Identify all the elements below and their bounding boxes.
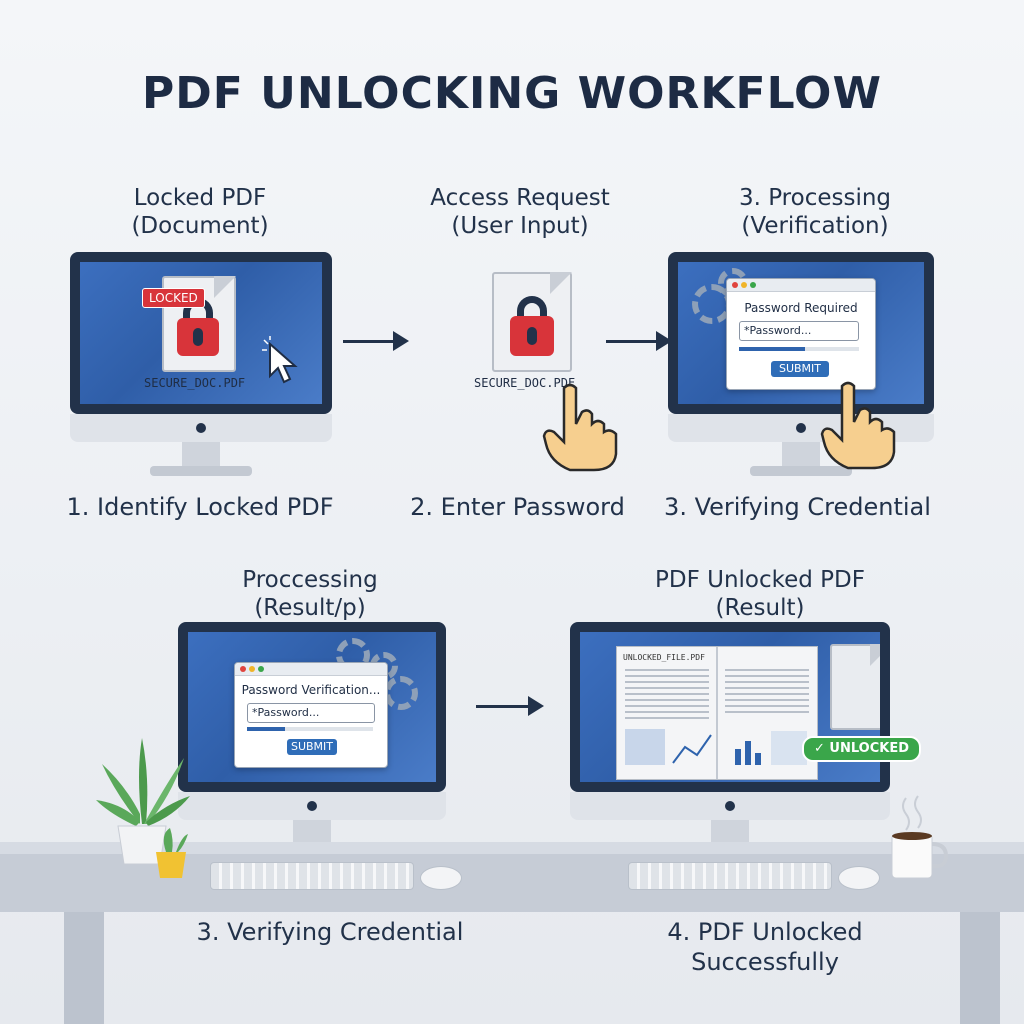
minimize-dot-icon[interactable] [249,666,255,672]
power-dot [796,423,806,433]
cursor-arrow-icon [262,336,298,384]
step2-label: 2. Enter Password [410,493,625,521]
keyhole-icon [193,328,203,346]
plant-icon [96,738,190,878]
maximize-dot-icon[interactable] [750,282,756,288]
filename-label: SECURE_DOC.PDF [474,376,576,390]
text-lines [725,669,809,715]
step2-caption-title: Access Request [430,185,610,211]
keyboard-icon [628,862,832,890]
monitor-screen: Password Required *Password... SUBMIT [678,262,924,404]
step4-monitor: Password Verification... *Password... SU… [178,622,446,860]
step3-caption-title: 3. Processing [738,185,892,211]
monitor-chin [178,792,446,820]
coffee-mug-icon [891,795,949,879]
desk-leg [64,912,104,1024]
monitor-foot [150,466,252,476]
step4-caption: Proccessing (Result/p) [190,566,430,622]
step1-label: 1. Identify Locked PDF [66,493,334,521]
step1-monitor: LOCKED SECURE_DOC.PDF [70,252,332,480]
text-lines [625,669,709,719]
monitor-bezel: Password Verification... *Password... SU… [178,622,446,792]
gear-icon [384,676,418,710]
step4-caption-subtitle: (Result/p) [254,595,366,621]
dialog-title: Password Verification... [241,683,381,697]
padlock-shackle [517,296,547,321]
monitor-screen: LOCKED SECURE_DOC.PDF [80,262,322,404]
step1-caption: Locked PDF (Document) [70,184,330,240]
filename-label: SECURE_DOC.PDF [144,376,246,390]
step3-caption: 3. Processing (Verification) [690,184,940,240]
locked-badge: LOCKED [142,288,205,308]
charts-graphic [625,729,807,765]
step3-caption-subtitle: (Verification) [741,213,889,239]
maximize-dot-icon[interactable] [258,666,264,672]
minimize-dot-icon[interactable] [741,282,747,288]
progress-bar [247,727,373,731]
keyhole-icon [527,327,537,345]
monitor-screen: Password Verification... *Password... SU… [188,632,436,782]
monitor-foot [750,466,852,476]
monitor-neck [182,442,220,468]
verification-dialog: Password Verification... *Password... SU… [234,662,388,768]
padlock-icon [177,318,219,356]
step3-label: 3. Verifying Credential [664,493,931,521]
step5-label-line2: Successfully [691,948,839,976]
dialog-title: Password Required [744,301,858,315]
step2-caption-subtitle: (User Input) [451,213,589,239]
submit-button[interactable]: SUBMIT [771,361,829,377]
monitor-neck [782,442,820,468]
monitor-chin [570,792,890,820]
monitor-bezel: UNLOCKED_FILE.PDF [570,622,890,792]
flow-arrow [476,696,544,716]
flow-arrow [606,331,672,351]
power-dot [196,423,206,433]
password-dialog: Password Required *Password... SUBMIT [726,278,876,390]
step5-caption-subtitle: (Result) [715,595,805,621]
monitor-bezel: Password Required *Password... SUBMIT [668,252,934,414]
pdf-file-icon[interactable] [830,644,880,730]
keyboard-icon [210,862,414,890]
monitor-neck [711,820,749,846]
progress-bar [739,347,859,351]
step1-caption-title: Locked PDF [133,185,267,211]
mouse-icon [420,866,462,890]
monitor-chin [70,414,332,442]
dialog-titlebar [727,279,875,292]
mouse-icon [838,866,880,890]
step1-caption-subtitle: (Document) [131,213,269,239]
step5-caption: PDF Unlocked PDF (Result) [630,566,890,622]
step4-label: 3. Verifying Credential [196,918,464,946]
close-dot-icon[interactable] [240,666,246,672]
close-dot-icon[interactable] [732,282,738,288]
step5-caption-title: PDF Unlocked PDF [654,567,865,593]
power-dot [307,801,317,811]
padlock-icon [510,316,554,356]
step5-label-line1: 4. PDF Unlocked [667,918,863,946]
page-title: PDF UNLOCKING WORKFLOW [142,68,882,119]
desk-leg [960,912,1000,1024]
power-dot [725,801,735,811]
step2-caption: Access Request (User Input) [400,184,640,240]
book-spine [716,647,718,779]
pointing-hand-icon [542,383,618,472]
step5-label: 4. PDF Unlocked Successfully [620,917,910,977]
submit-button[interactable]: SUBMIT [287,739,337,755]
flow-arrow [343,331,409,351]
monitor-neck [293,820,331,846]
document-header: UNLOCKED_FILE.PDF [623,653,705,662]
step4-caption-title: Proccessing [242,567,378,593]
monitor-bezel: LOCKED SECURE_DOC.PDF [70,252,332,414]
pointing-hand-icon [820,381,896,470]
dialog-titlebar [235,663,387,676]
unlocked-badge: ✓ UNLOCKED [802,736,922,762]
desk-surface [0,842,1024,854]
password-input[interactable]: *Password... [739,321,859,341]
open-document-icon[interactable]: UNLOCKED_FILE.PDF [616,646,818,780]
password-input[interactable]: *Password... [247,703,375,723]
